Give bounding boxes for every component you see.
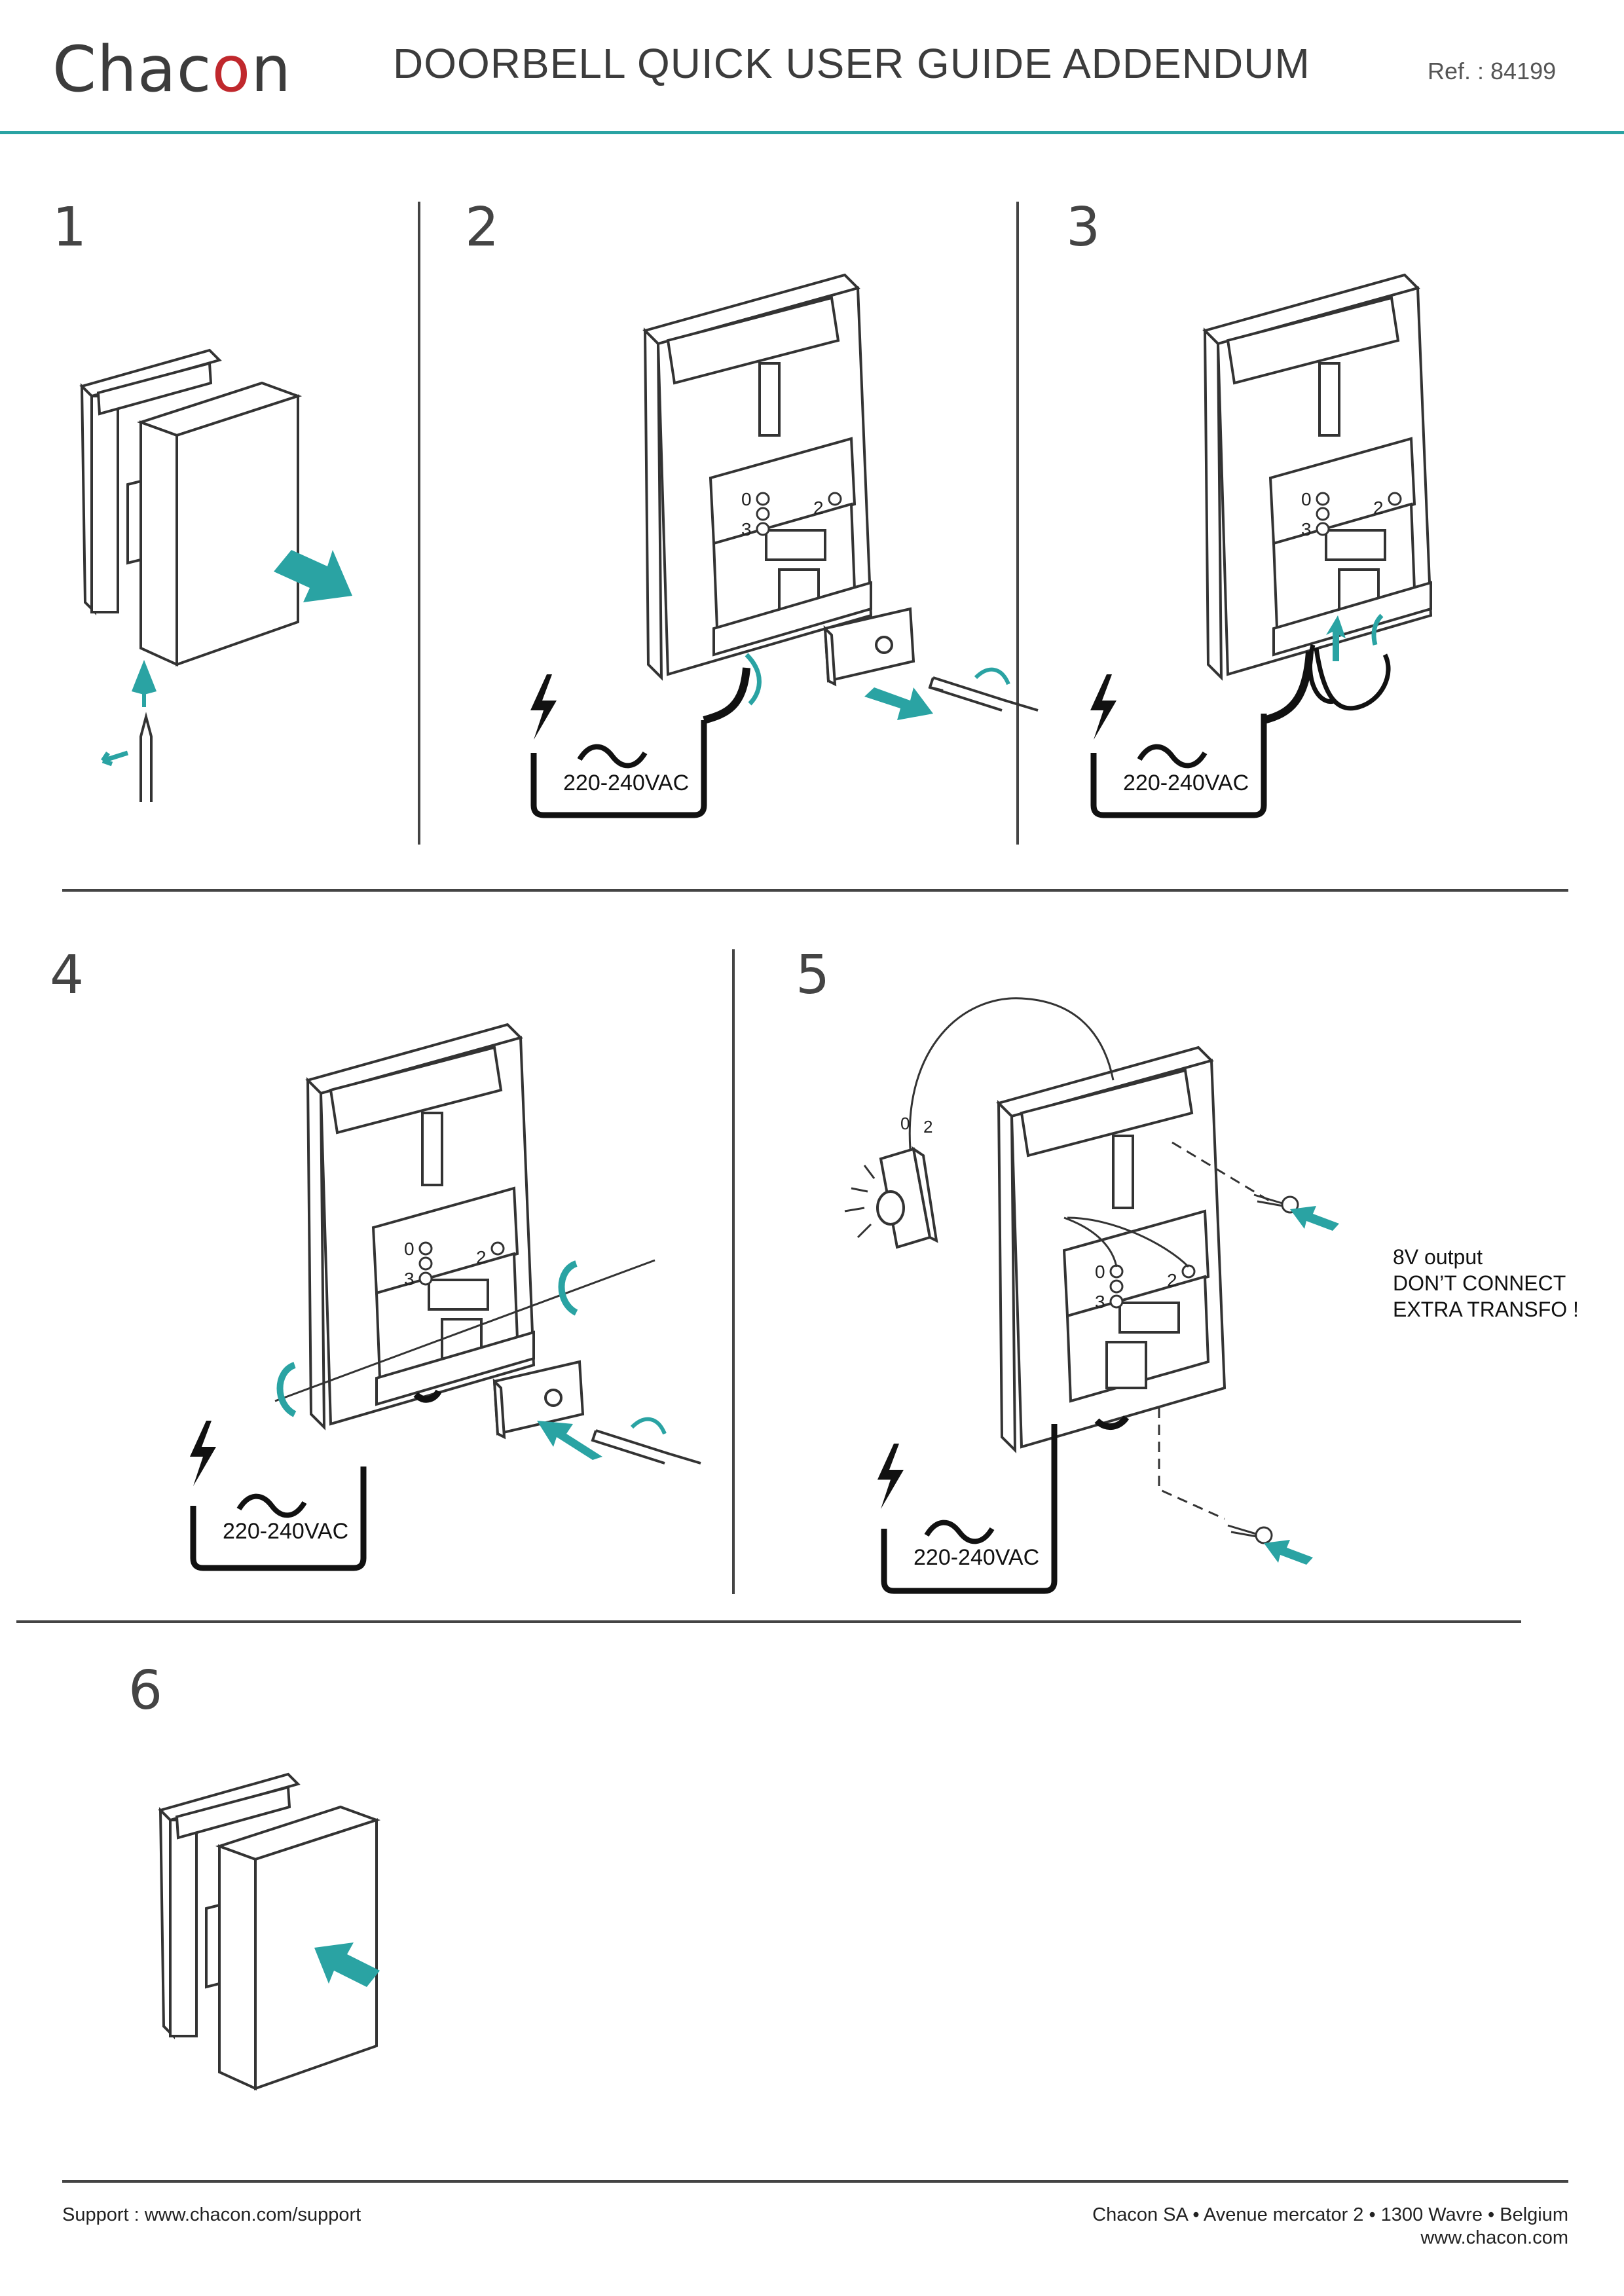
ac-tilde-icon [236, 1493, 307, 1518]
insert-arrow-icon [1371, 613, 1384, 646]
cable-clamp-removed [823, 607, 915, 687]
push-arrow-icon [1264, 1540, 1313, 1565]
voltage-label-step4: 220-240VAC [223, 1519, 349, 1544]
lever-arrow-icon [101, 750, 129, 767]
step-number-1: 1 [52, 196, 87, 259]
screwdriver-icon [591, 1429, 701, 1465]
screwdriver-icon [139, 712, 153, 802]
terminal-3-label: 3 [404, 1269, 415, 1289]
divider-2-3 [1016, 202, 1019, 845]
terminal-3-label: 3 [1095, 1292, 1105, 1312]
wire-label-2: 2 [923, 1117, 932, 1137]
terminal-2-label: 2 [1167, 1270, 1177, 1290]
mains-loop [881, 1424, 1058, 1594]
screw-rotate-arrow-icon [630, 1417, 667, 1435]
terminal-2-label: 2 [476, 1247, 487, 1267]
mains-cable [413, 1389, 442, 1403]
screw-guide-top [1172, 1141, 1271, 1203]
document-title: DOORBELL QUICK USER GUIDE ADDENDUM [393, 40, 1310, 87]
pull-arrow-icon [274, 550, 352, 602]
support-link[interactable]: Support : www.chacon.com/support [62, 2204, 361, 2225]
terminal-0-label: 0 [1301, 489, 1312, 509]
lightning-icon [877, 1444, 904, 1509]
footer-rule [62, 2180, 1568, 2183]
push-arrow-icon [537, 1421, 602, 1460]
divider-1-2 [418, 202, 420, 845]
terminal-2-label: 2 [1373, 498, 1384, 518]
step-number-4: 4 [50, 944, 84, 1006]
mounting-guide-line [274, 1259, 655, 1402]
wire-label-0: 0 [900, 1114, 910, 1133]
lightning-icon [190, 1421, 216, 1486]
mains-cable [1094, 1415, 1130, 1430]
terminal-0-label: 0 [741, 489, 752, 509]
ac-tilde-icon [1137, 744, 1208, 769]
chime-base-side [158, 1772, 301, 2039]
row-divider-2 [16, 1620, 1521, 1623]
company-address: Chacon SA • Avenue mercator 2 • 1300 Wav… [1092, 2204, 1568, 2225]
voltage-label-step2: 220-240VAC [563, 771, 690, 795]
rotate-arrow-icon [276, 1362, 297, 1417]
chime-base-mounted [996, 1046, 1227, 1453]
logo-power-o: o [212, 33, 251, 106]
step-number-6: 6 [128, 1660, 163, 1722]
attach-arrow-icon [314, 1942, 380, 1987]
ac-tilde-icon [577, 744, 648, 769]
pushbutton-wire-pair [908, 997, 1190, 1268]
rotate-arrow-icon [745, 653, 762, 706]
lightning-icon [1090, 674, 1116, 740]
warning-note: 8V output DON’T CONNECT EXTRA TRANSFO ! [1393, 1244, 1579, 1322]
ac-tilde-icon [924, 1520, 995, 1544]
terminal-2-label: 2 [813, 498, 824, 518]
button-glow-icon [844, 1165, 876, 1239]
mains-cable [1263, 651, 1314, 724]
reference-number: Ref. : 84199 [1428, 58, 1557, 84]
screwdriver-icon [928, 676, 1039, 712]
screw-guide-bottom [1158, 1408, 1225, 1520]
header-rule [0, 131, 1624, 134]
terminal-0-label: 0 [1095, 1262, 1105, 1282]
warning-line-1: 8V output [1393, 1245, 1483, 1269]
remove-arrow-icon [864, 687, 933, 720]
push-arrow-icon [1290, 1206, 1339, 1231]
row-divider-1 [62, 889, 1568, 892]
lightning-icon [530, 674, 557, 740]
step-number-2: 2 [465, 196, 500, 259]
mains-loop [1090, 714, 1267, 818]
mains-cable [703, 667, 750, 724]
divider-4-5 [732, 949, 735, 1594]
chime-cover-attached [215, 1805, 381, 2091]
chacon-logo: Chacon [52, 33, 292, 106]
insert-arrow-icon [1326, 615, 1346, 661]
cable-clamp [492, 1360, 585, 1440]
step-number-3: 3 [1066, 196, 1101, 259]
chime-base-open [305, 1023, 536, 1430]
screw-icon [1253, 1194, 1299, 1214]
push-button-icon [876, 1146, 938, 1249]
voltage-label-step5: 220-240VAC [913, 1545, 1040, 1570]
rotate-arrow-icon [558, 1260, 578, 1316]
voltage-label-step3: 220-240VAC [1123, 771, 1249, 795]
push-arrow-icon [131, 659, 157, 707]
terminal-3-label: 3 [741, 519, 752, 539]
terminal-3-label: 3 [1301, 519, 1312, 539]
warning-line-2: DON’T CONNECT [1393, 1271, 1566, 1295]
mains-loop [190, 1467, 367, 1571]
mains-loop [530, 720, 707, 818]
chime-base-open [642, 273, 873, 681]
screw-rotate-arrow-icon [974, 667, 1010, 685]
terminal-0-label: 0 [404, 1239, 415, 1259]
chime-base-open [1202, 273, 1433, 681]
website-link[interactable]: www.chacon.com [1420, 2227, 1568, 2248]
chime-cover-removed [136, 381, 303, 667]
warning-line-3: EXTRA TRANSFO ! [1393, 1298, 1579, 1321]
step-number-5: 5 [796, 944, 830, 1006]
